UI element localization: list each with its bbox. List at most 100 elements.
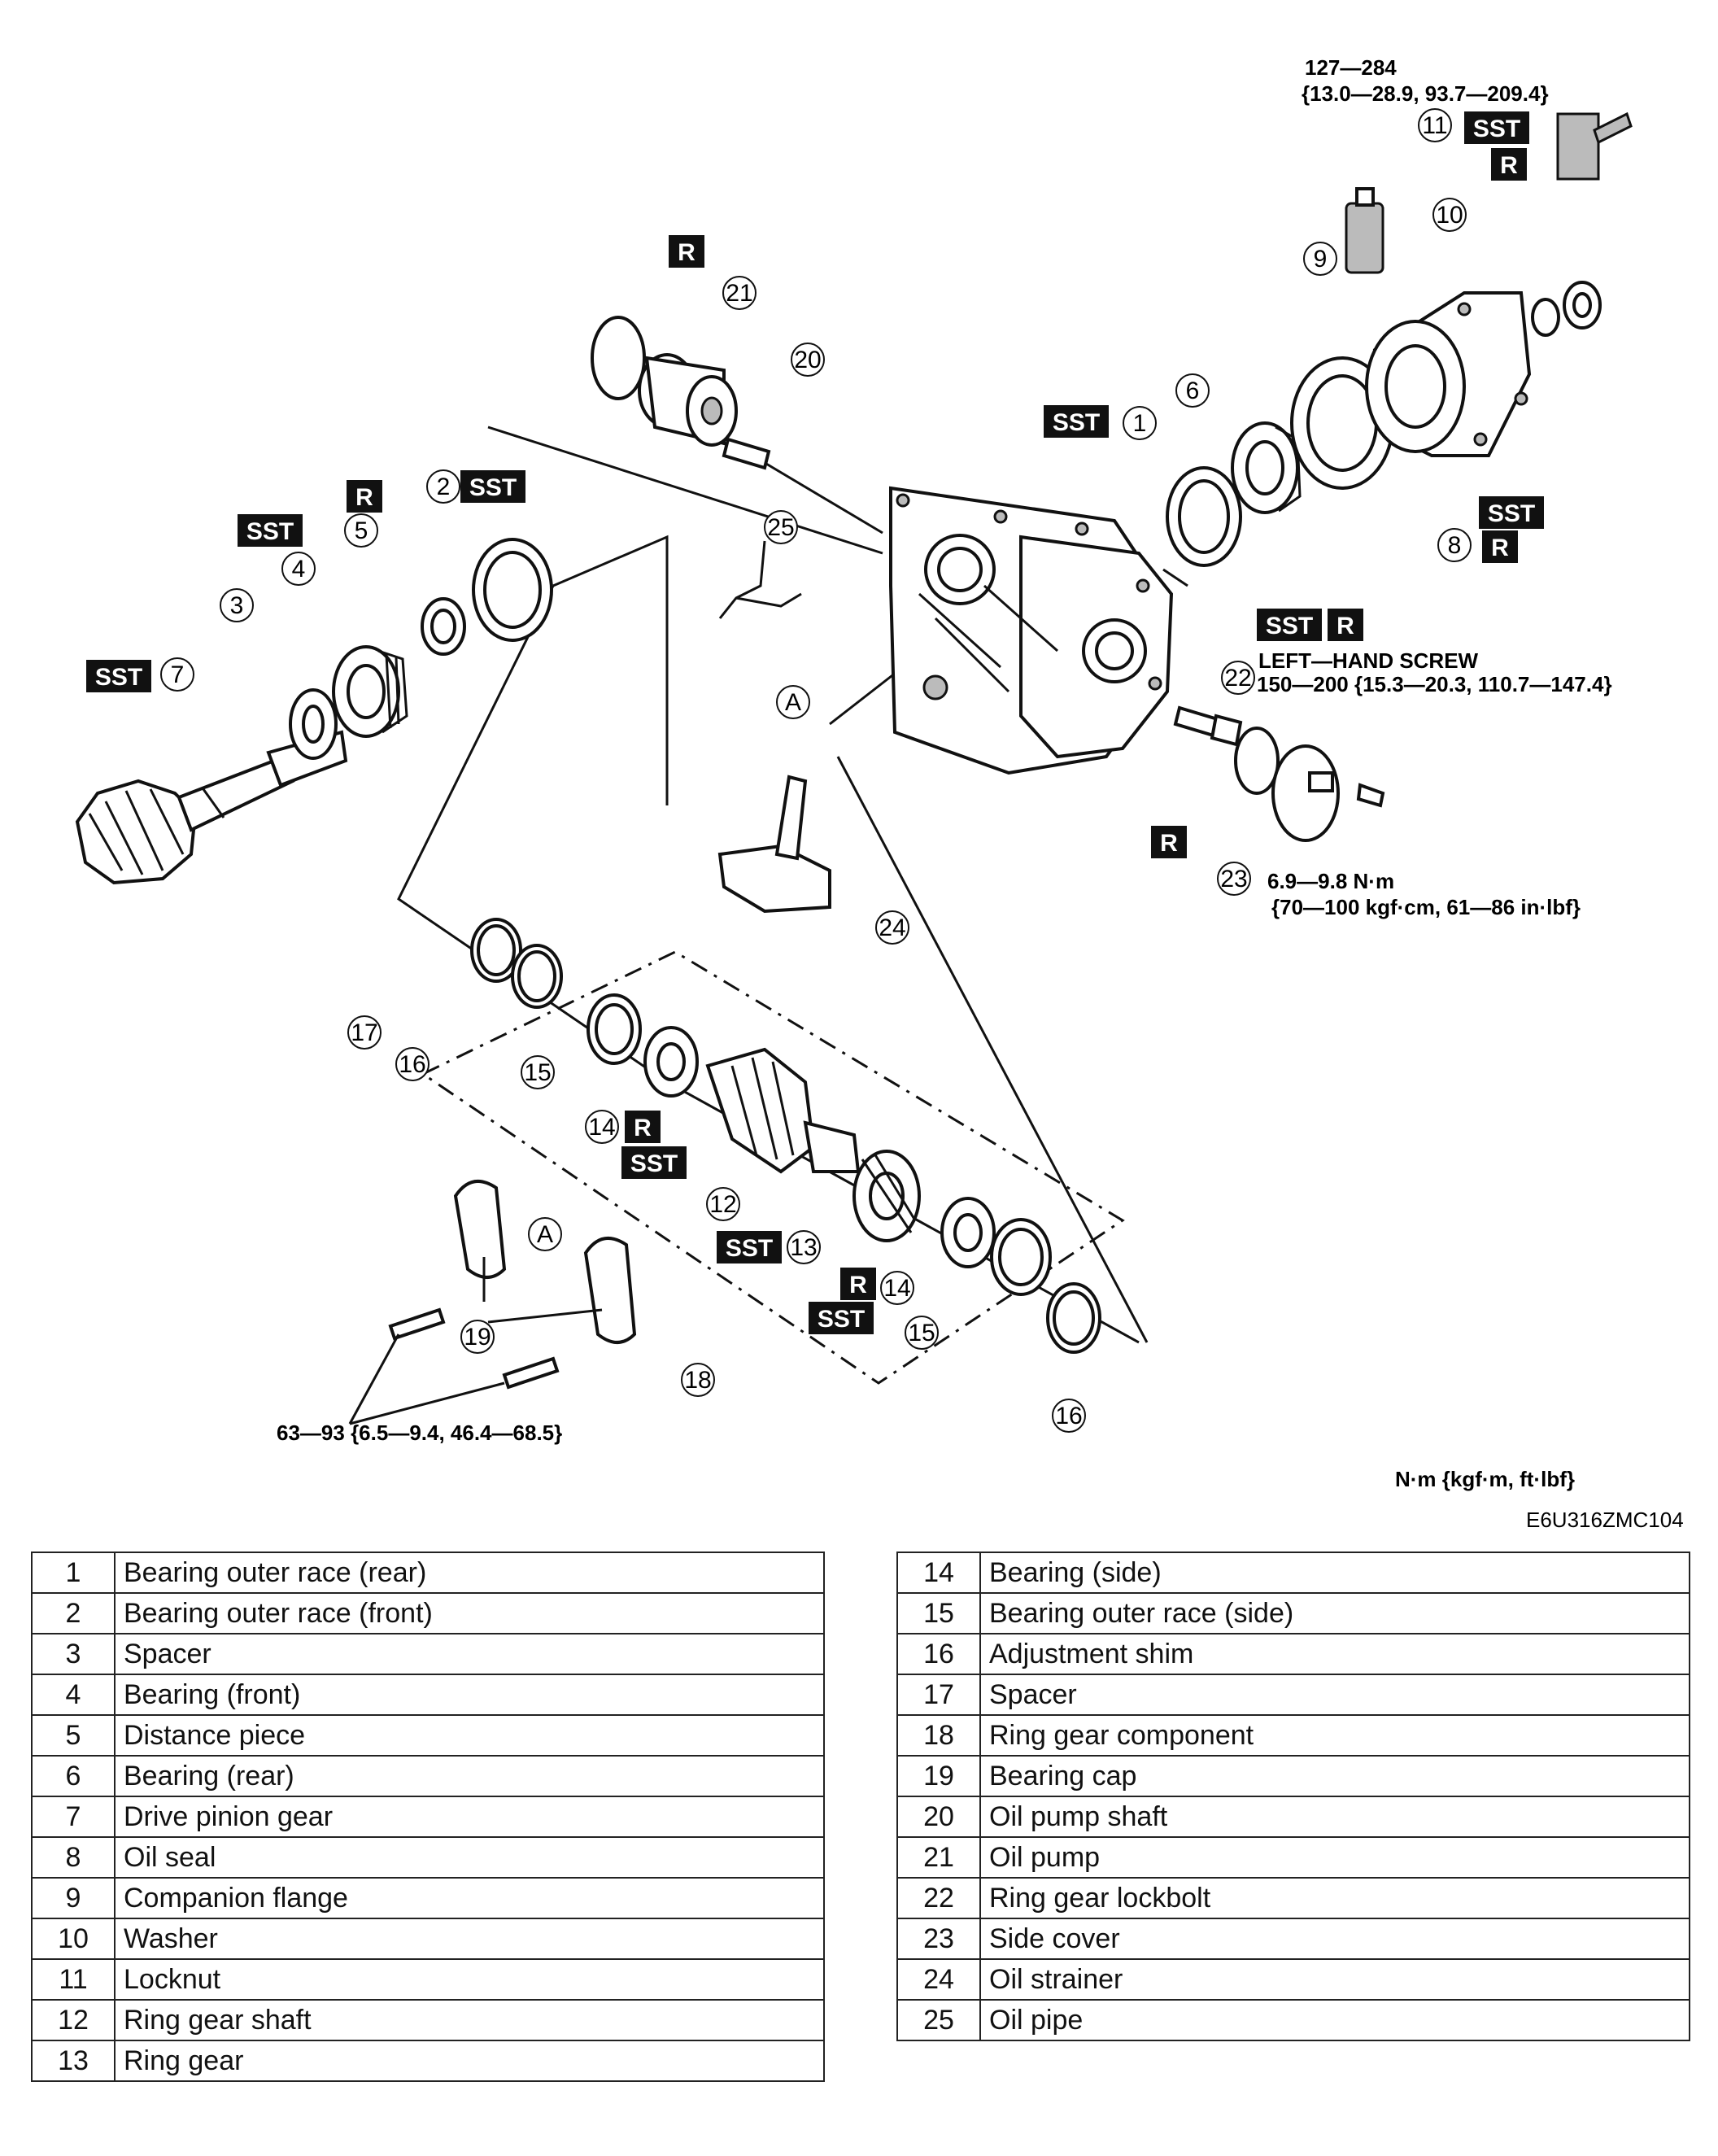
callout-7: 7: [171, 661, 185, 688]
callout-12: 12: [709, 1191, 736, 1218]
tag-sst-14: SST: [630, 1150, 678, 1177]
tag-r-23: R: [1160, 830, 1178, 857]
bearing-caps: [388, 1180, 637, 1390]
part-number: 12: [31, 1999, 116, 2041]
tag-r-14: R: [634, 1115, 652, 1141]
part-name: Spacer: [979, 1674, 1690, 1716]
figure-code: E6U316ZMC104: [1526, 1508, 1684, 1532]
callout-14: 14: [588, 1114, 615, 1141]
part-name: Bearing outer race (side): [979, 1592, 1690, 1634]
part-name: Washer: [114, 1918, 825, 1960]
part-name: Ring gear lockbolt: [979, 1877, 1690, 1919]
part-number: 2: [31, 1592, 116, 1634]
part-number: 24: [896, 1958, 981, 2001]
side-cover-o-ring: [1234, 727, 1280, 795]
tag-sst-1: SST: [1053, 409, 1100, 436]
torque-bearingcap: 63—93 {6.5—9.4, 46.4—68.5}: [277, 1421, 562, 1445]
ring-gear-lockbolt: [1173, 705, 1243, 747]
oil-strainer: [717, 775, 831, 914]
callout-25: 25: [767, 514, 794, 541]
callout-16b: 16: [1055, 1403, 1082, 1429]
callout-10: 10: [1436, 202, 1463, 229]
part-number: 5: [31, 1714, 116, 1757]
callout-22: 22: [1224, 665, 1251, 692]
left-hand-screw-note: LEFT—HAND SCREW: [1258, 648, 1479, 673]
sealant-tube-icon: [1345, 187, 1384, 274]
torque-sidecover-1: 6.9—9.8 N·m: [1267, 869, 1394, 893]
part-name: Companion flange: [114, 1877, 825, 1919]
callout-A-cap: A: [537, 1221, 553, 1248]
callout-17: 17: [351, 1019, 377, 1046]
callout-A: A: [785, 689, 801, 716]
callout-3: 3: [230, 592, 244, 619]
callout-5: 5: [355, 517, 368, 544]
tag-r-14b: R: [849, 1272, 867, 1298]
part-name: Bearing outer race (front): [114, 1592, 825, 1634]
callout-9: 9: [1314, 246, 1328, 273]
part-name: Oil strainer: [979, 1958, 1690, 2001]
tag-sst-7: SST: [95, 664, 142, 691]
tag-sst-4: SST: [246, 518, 294, 545]
tag-r-8: R: [1491, 535, 1509, 561]
part-number: 9: [31, 1877, 116, 1919]
callout-15: 15: [524, 1059, 551, 1086]
part-number: 13: [31, 2040, 116, 2082]
part-name: Bearing cap: [979, 1755, 1690, 1797]
ring-gear-component-boundary: [421, 950, 1125, 1385]
part-name: Ring gear component: [979, 1714, 1690, 1757]
part-name: Adjustment shim: [979, 1633, 1690, 1675]
callout-21: 21: [726, 280, 752, 307]
tag-sst-14b: SST: [818, 1306, 865, 1333]
part-number: 21: [896, 1836, 981, 1879]
callout-numbers: 1 2 3 4 5 6 7 8 9 10 11 12 13 14 14 15 1…: [160, 108, 1472, 1433]
callout-19: 19: [464, 1324, 491, 1351]
part-name: Oil pump: [979, 1836, 1690, 1879]
bearing-front: [332, 645, 408, 738]
part-number: 22: [896, 1877, 981, 1919]
part-number: 19: [896, 1755, 981, 1797]
callout-2: 2: [437, 474, 451, 500]
companion-flange: [1365, 291, 1532, 457]
callout-13: 13: [790, 1234, 817, 1261]
side-cover: [1271, 744, 1340, 842]
torque-locknut-1: 127—284: [1305, 55, 1397, 80]
tag-sst-8: SST: [1488, 500, 1535, 527]
washer: [1531, 298, 1560, 337]
callout-24: 24: [879, 914, 905, 941]
part-number: 3: [31, 1633, 116, 1675]
bearing-outer-race-rear: [1166, 466, 1242, 567]
bearing-rear: [1231, 421, 1302, 514]
part-number: 1: [31, 1552, 116, 1594]
part-number: 11: [31, 1958, 116, 2001]
part-name: Bearing (side): [979, 1552, 1690, 1594]
callout-20: 20: [794, 347, 821, 373]
torque-lockbolt: 150—200 {15.3—20.3, 110.7—147.4}: [1257, 672, 1612, 696]
part-number: 16: [896, 1633, 981, 1675]
part-name: Spacer: [114, 1633, 825, 1675]
torque-sidecover-2: {70—100 kgf·cm, 61—86 in·lbf}: [1271, 895, 1581, 919]
part-number: 23: [896, 1918, 981, 1960]
part-number: 6: [31, 1755, 116, 1797]
callout-14b: 14: [883, 1275, 910, 1302]
oil-pump-shaft: [722, 437, 771, 470]
part-number: 14: [896, 1552, 981, 1594]
tag-sst-13: SST: [726, 1235, 773, 1262]
distance-piece: [421, 597, 466, 656]
